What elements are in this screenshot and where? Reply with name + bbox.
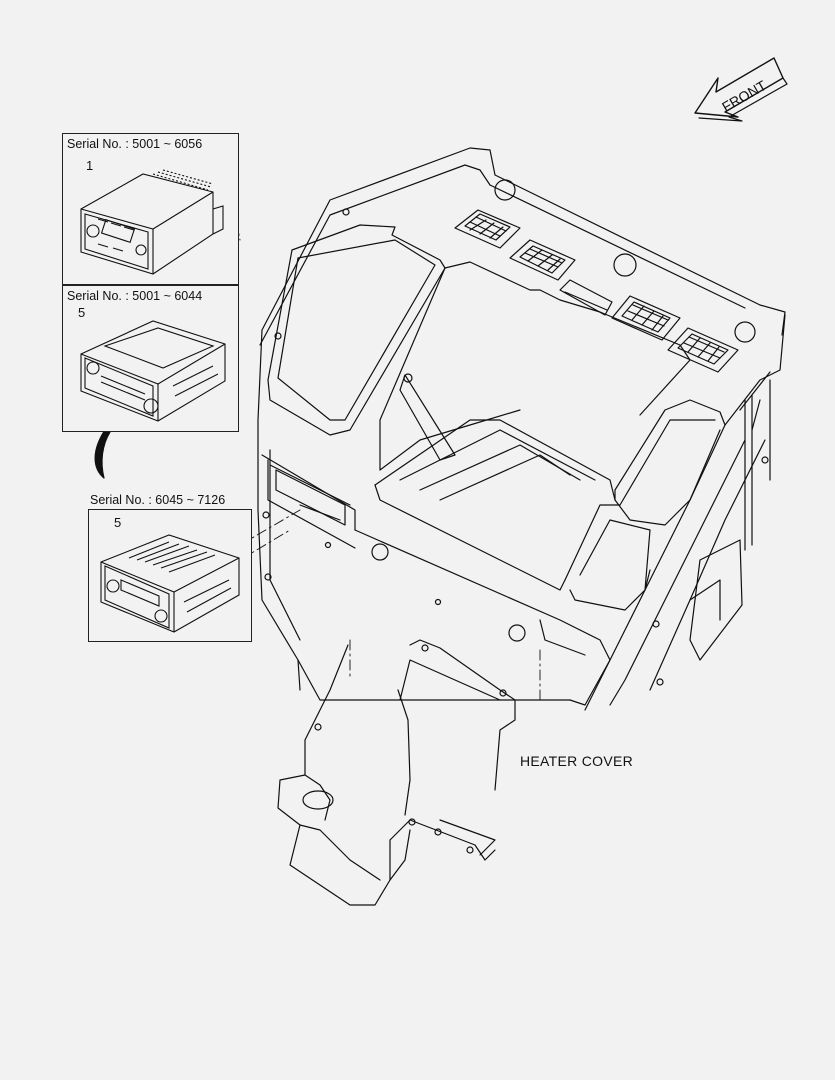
- serial-label-2: Serial No. : 5001 ~ 6044: [67, 289, 203, 303]
- part-number-1: 1: [86, 158, 94, 173]
- radio-unit-2-drawing: [80, 320, 226, 422]
- vent-grille-2: [509, 239, 576, 281]
- radio-variant-box-3: Serial No. : 6045 ~ 7126 5: [88, 493, 252, 642]
- heater-cover: [277, 639, 541, 906]
- pointer-arrow-icon: [94, 429, 111, 479]
- vent-grille-1: [454, 209, 521, 249]
- radio-variant-box-2: Serial No. : 5001 ~ 6044 5: [62, 285, 239, 432]
- radio-unit-3-drawing: [100, 534, 240, 633]
- front-arrow-icon: [694, 57, 788, 122]
- radio-variant-box-1: Serial No. : 5001 ~ 6056 1: [62, 133, 239, 285]
- vent-grille-4: [667, 327, 739, 373]
- part-number-3: 5: [114, 515, 122, 530]
- serial-label-1: Serial No. : 5001 ~ 6056: [67, 137, 203, 151]
- serial-label-3: Serial No. : 6045 ~ 7126: [90, 493, 226, 507]
- vent-grille-3: [611, 295, 681, 341]
- radio-unit-1-drawing: [80, 169, 224, 275]
- part-number-2: 5: [78, 305, 86, 320]
- console-shell: [257, 147, 786, 711]
- heater-cover-label: HEATER COVER: [520, 753, 634, 769]
